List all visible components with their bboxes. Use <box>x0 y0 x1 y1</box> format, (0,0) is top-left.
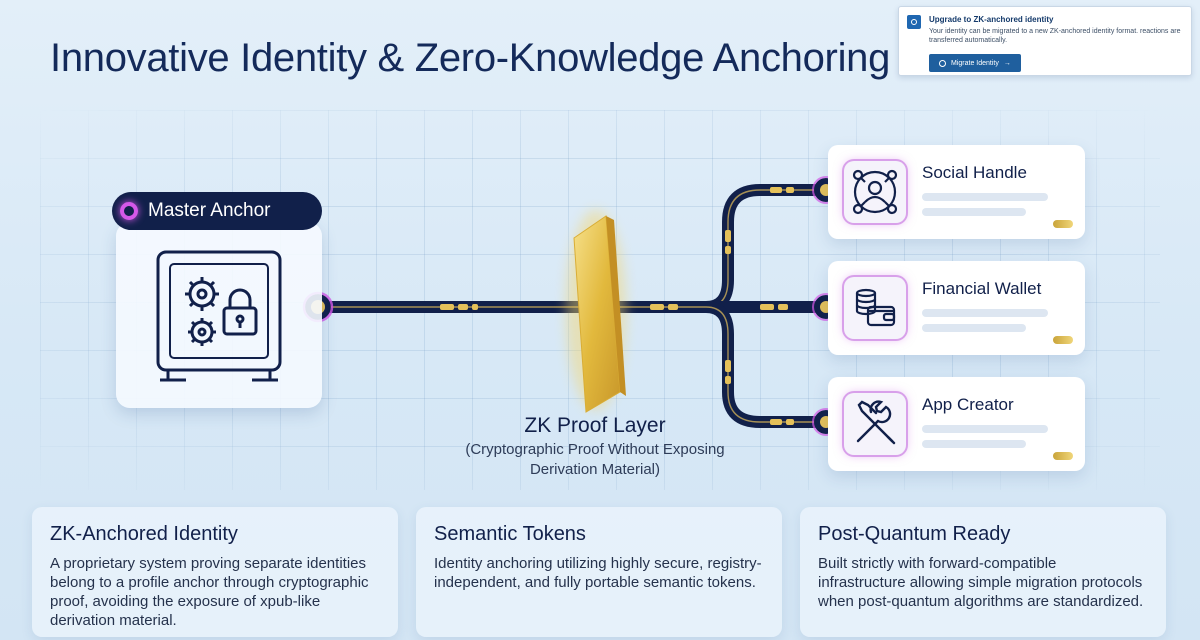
gold-chip <box>1053 452 1073 460</box>
feature-title: Post-Quantum Ready <box>818 523 1011 545</box>
feature-title: ZK-Anchored Identity <box>50 523 238 545</box>
feature-card-post-quantum: Post-Quantum Ready Built strictly with f… <box>800 507 1166 637</box>
data-packets <box>440 187 794 425</box>
target-label: Financial Wallet <box>922 279 1042 298</box>
master-anchor-card <box>116 222 322 408</box>
circle-icon <box>939 59 946 67</box>
gold-chip <box>1053 220 1073 228</box>
master-anchor-header: Master Anchor <box>112 192 322 230</box>
arrow-right-icon: → <box>1003 59 1011 67</box>
master-anchor-label: Master Anchor <box>148 200 271 221</box>
tools-icon <box>844 393 906 455</box>
migrate-identity-label: Migrate Identity <box>951 59 999 67</box>
target-label: Social Handle <box>922 163 1027 182</box>
page-title: Innovative Identity & Zero-Knowledge Anc… <box>50 36 891 80</box>
notification-title: Upgrade to ZK-anchored identity <box>929 15 1054 24</box>
info-icon <box>907 15 921 29</box>
placeholder-line <box>922 309 1048 317</box>
target-card-financial-wallet: Financial Wallet <box>828 261 1085 355</box>
placeholder-line <box>922 208 1026 216</box>
upgrade-notification: Upgrade to ZK-anchored identity Your ide… <box>898 6 1192 76</box>
feature-card-zk-anchored: ZK-Anchored Identity A proprietary syste… <box>32 507 398 637</box>
feature-body: A proprietary system proving separate id… <box>50 555 369 629</box>
feature-body: Built strictly with forward-compatible i… <box>818 555 1144 610</box>
branch-line-top <box>705 184 826 313</box>
wallet-icon <box>844 277 906 339</box>
target-card-app-creator: App Creator <box>828 377 1085 471</box>
feature-body: Identity anchoring utilizing highly secu… <box>434 555 762 591</box>
target-card-social-handle: Social Handle <box>828 145 1085 239</box>
placeholder-line <box>922 324 1026 332</box>
anchor-status-icon <box>120 202 138 220</box>
placeholder-line <box>922 193 1048 201</box>
target-label: App Creator <box>922 395 1014 414</box>
gold-chip <box>1053 336 1073 344</box>
feature-title: Semantic Tokens <box>434 523 586 545</box>
notification-body: Your identity can be migrated to a new Z… <box>929 28 1181 44</box>
safe-lock-icon <box>156 250 282 382</box>
network-icon <box>844 161 906 223</box>
zk-layer-subtitle: (Cryptographic Proof Without Exposing De… <box>465 441 725 478</box>
feature-card-semantic-tokens: Semantic Tokens Identity anchoring utili… <box>416 507 782 637</box>
zk-layer-title: ZK Proof Layer <box>524 414 666 437</box>
branch-line-bottom <box>705 301 826 428</box>
migrate-identity-button[interactable]: Migrate Identity → <box>929 54 1021 72</box>
placeholder-line <box>922 440 1026 448</box>
placeholder-line <box>922 425 1048 433</box>
